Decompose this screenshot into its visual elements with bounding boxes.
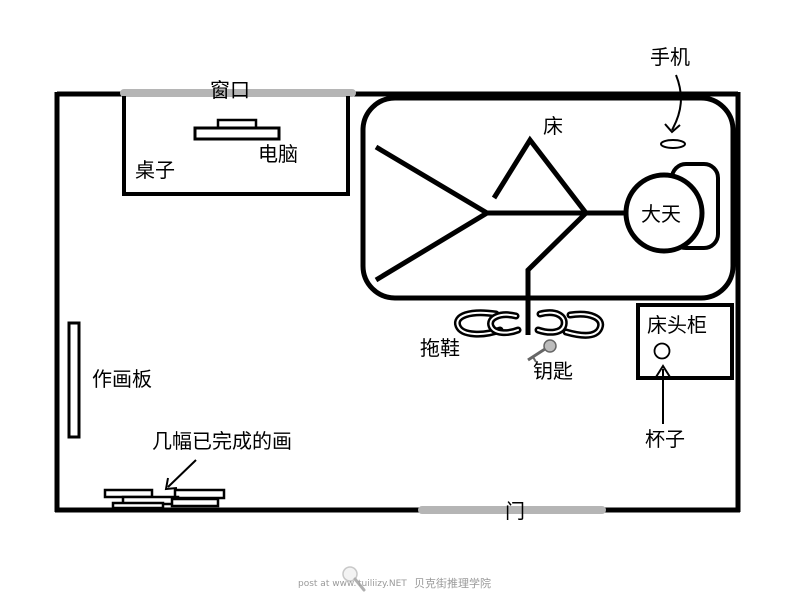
arrow-down-icon — [664, 74, 682, 134]
slippers-label: 拖鞋 — [420, 336, 460, 360]
key-label: 钥匙 — [533, 359, 573, 383]
door-label: 门 — [505, 499, 525, 523]
bed-label: 床 — [543, 114, 563, 138]
easel-label: 作画板 — [92, 367, 152, 391]
arrow-left-icon — [164, 459, 197, 491]
watermark-brand: 贝克街推理学院 — [414, 576, 491, 590]
paintings-stack — [103, 488, 226, 510]
key-icon — [527, 339, 557, 363]
computer-label: 电脑 — [258, 142, 298, 166]
magnifier-icon — [342, 566, 366, 592]
person-head — [623, 172, 705, 254]
person-label: 大天 — [641, 202, 681, 226]
phone-label: 手机 — [650, 45, 690, 69]
desk-label: 桌子 — [135, 158, 175, 182]
room-walls — [54, 91, 741, 513]
window-label: 窗口 — [210, 78, 250, 102]
cup-label: 杯子 — [645, 427, 685, 451]
slippers-icon — [453, 309, 605, 339]
computer-icon — [193, 118, 281, 141]
cup-icon — [653, 342, 671, 360]
paintings-label: 几幅已完成的画 — [152, 429, 292, 453]
easel — [67, 321, 81, 439]
arrow-up-icon — [655, 364, 671, 424]
watermark-prefix: post at www. — [298, 579, 356, 589]
nightstand-label: 床头柜 — [647, 313, 707, 337]
nightstand — [636, 303, 734, 380]
desk — [122, 96, 350, 196]
bed — [360, 95, 736, 335]
watermark: post at www. tuiliizy.NET 贝克街推理学院 — [298, 566, 491, 592]
phone-icon — [660, 139, 686, 149]
watermark-domain: tuiliizy.NET — [358, 579, 407, 589]
